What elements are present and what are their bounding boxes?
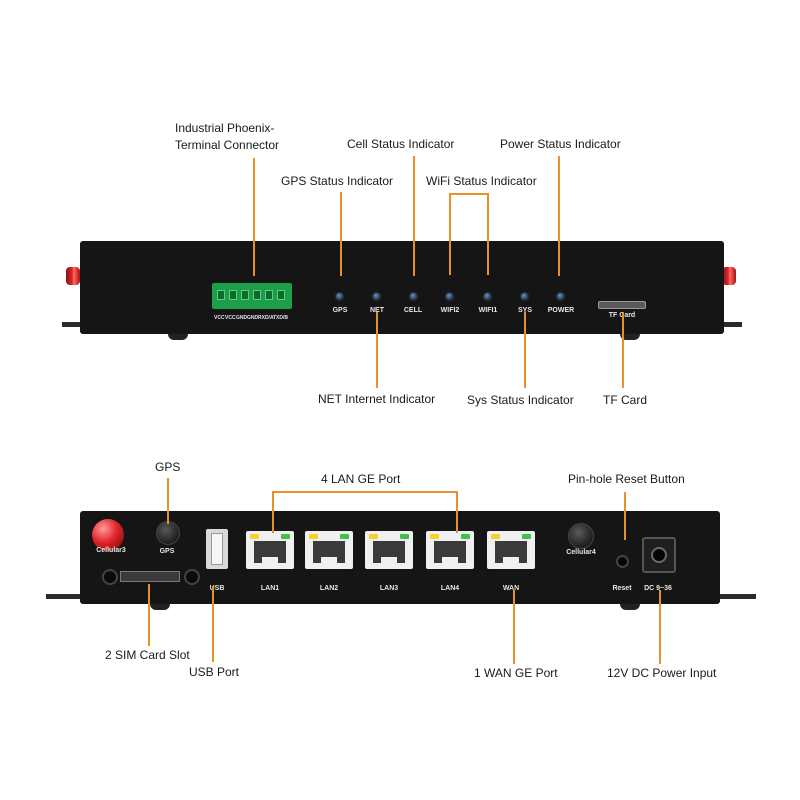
led-label-wifi1: WIFI1 (478, 307, 498, 314)
lan2-label: LAN2 (319, 585, 339, 592)
led-label-power: POWER (547, 307, 575, 314)
callout-reset-button: Pin-hole Reset Button (568, 472, 685, 486)
antenna-stub-right (722, 267, 736, 285)
callout-dc-input: 12V DC Power Input (607, 666, 717, 680)
led-label-sys: SYS (517, 307, 532, 314)
lan1-label: LAN1 (260, 585, 280, 592)
callout-wan-port: 1 WAN GE Port (474, 666, 558, 680)
cellular4-label: Cellular4 (566, 549, 596, 556)
terminal-pin-label: GND (236, 315, 248, 321)
callout-terminal-connector: Industrial Phoenix- Terminal Connector (175, 121, 280, 152)
terminal-pin-label: VCC (214, 315, 225, 321)
power-led (557, 293, 564, 300)
antenna-stub-left (66, 267, 80, 285)
callout-gps-status: GPS Status Indicator (281, 174, 394, 188)
callout-power-status: Power Status Indicator (500, 137, 621, 151)
callout-tf-card: TF Card (603, 393, 648, 407)
dc-label: DC 9~36 (644, 585, 672, 592)
lan3-port[interactable] (365, 531, 413, 569)
mounting-bracket-right (716, 594, 756, 599)
audio-jack-left (102, 569, 118, 585)
led-label-gps: GPS (332, 307, 348, 314)
front-chassis: VCC VCC GND GND RXD/A TXD/B GPS NET CELL… (80, 241, 724, 334)
callout-net-indicator: NET Internet Indicator (318, 392, 436, 406)
wan-label: WAN (502, 585, 520, 592)
cellular4-antenna-connector[interactable] (568, 523, 594, 549)
gps-antenna-connector[interactable] (156, 521, 180, 545)
led-label-net: NET (370, 307, 384, 314)
wan-port[interactable] (487, 531, 535, 569)
mounting-bracket-right (712, 322, 742, 327)
sys-led (521, 293, 528, 300)
tf-card-slot[interactable] (598, 301, 646, 309)
callout-sim-slot: 2 SIM Card Slot (105, 648, 190, 662)
callout-sys-status: Sys Status Indicator (467, 393, 574, 407)
gps-led (336, 293, 343, 300)
lan4-port[interactable] (426, 531, 474, 569)
rubber-foot (620, 604, 640, 610)
tf-card-label: TF Card (608, 312, 636, 319)
mounting-bracket-left (46, 594, 86, 599)
wifi2-led (446, 293, 453, 300)
callout-wifi-status: WiFi Status Indicator (426, 174, 537, 188)
usb-port[interactable] (206, 529, 228, 569)
terminal-pin-label: GND (247, 315, 259, 321)
callout-cell-status: Cell Status Indicator (347, 137, 455, 151)
reset-pinhole-button[interactable] (616, 555, 629, 568)
callout-gps: GPS (155, 460, 181, 474)
usb-label: USB (209, 585, 225, 592)
rubber-foot (168, 334, 188, 340)
dc-power-jack[interactable] (642, 537, 676, 573)
led-label-cell: CELL (403, 307, 423, 314)
terminal-pin-label: TXD/B (273, 315, 288, 321)
terminal-pin-label: VCC (225, 315, 236, 321)
sim-card-slot[interactable] (120, 571, 180, 582)
phoenix-terminal-block[interactable] (212, 283, 292, 309)
lan2-port[interactable] (305, 531, 353, 569)
net-led (373, 293, 380, 300)
lan4-label: LAN4 (440, 585, 460, 592)
cell-led (410, 293, 417, 300)
gps-connector-label: GPS (159, 548, 175, 555)
callout-lan-ports: 4 LAN GE Port (321, 472, 401, 486)
terminal-pin-label: RXD/A (258, 315, 274, 321)
callout-usb-port: USB Port (189, 665, 240, 679)
lan1-port[interactable] (246, 531, 294, 569)
mounting-bracket-left (62, 322, 92, 327)
reset-label: Reset (612, 585, 632, 592)
wifi1-led (484, 293, 491, 300)
lan3-label: LAN3 (379, 585, 399, 592)
rubber-foot (620, 334, 640, 340)
rubber-foot (150, 604, 170, 610)
audio-jack-right (184, 569, 200, 585)
led-label-wifi2: WIFI2 (440, 307, 460, 314)
cellular3-label: Cellular3 (96, 547, 126, 554)
cellular3-antenna[interactable] (92, 519, 124, 551)
rear-chassis: Cellular3 GPS USB LAN1 LAN2 LAN3 LAN4 WA… (80, 511, 720, 604)
